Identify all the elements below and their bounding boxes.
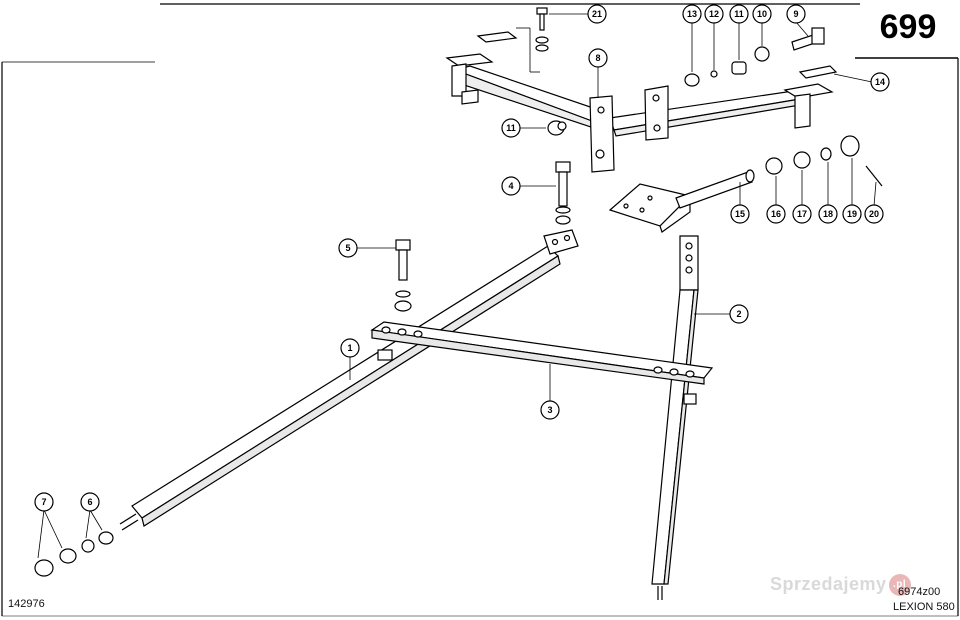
callout-14: 14 [870,72,890,92]
svg-text:4: 4 [508,181,513,191]
svg-text:10: 10 [757,9,767,19]
page-number: 699 [879,8,937,46]
svg-text:20: 20 [869,209,879,219]
svg-text:19: 19 [847,209,857,219]
leader-lines [37,13,877,559]
callout-16: 16 [766,204,786,224]
bolt-5-stack [394,239,412,312]
callout-15: 15 [730,204,750,224]
svg-text:2: 2 [736,309,741,319]
svg-text:6: 6 [87,497,92,507]
svg-text:3: 3 [547,405,552,415]
watermark: Sprzedajemy.pl [770,574,911,596]
svg-text:11: 11 [506,123,516,133]
callout-20: 20 [864,204,884,224]
callout-11-left: 11 [501,118,521,138]
callout-9: 9 [786,4,806,24]
beam-part-1 [119,229,579,531]
svg-text:13: 13 [687,9,697,19]
callout-1: 1 [340,338,360,358]
callout-4: 4 [501,176,521,196]
frame-border [1,3,959,617]
watermark-text: Sprzedajemy [770,574,887,594]
callout-17: 17 [792,204,812,224]
model-name: LEXION 580 [893,601,955,613]
svg-text:15: 15 [735,209,745,219]
hardware-row-top [684,27,825,87]
svg-text:1: 1 [347,343,352,353]
svg-text:11: 11 [734,9,744,19]
callout-2: 2 [729,304,749,324]
watermark-badge: .pl [888,574,911,596]
drawing-code: 6974z00 [898,586,941,598]
svg-text:14: 14 [875,77,885,87]
callout-8: 8 [588,48,608,68]
svg-text:8: 8 [595,53,600,63]
callout-group: 21 13 12 11 10 9 8 14 11 4 15 16 17 18 1… [34,4,890,512]
callout-21: 21 [587,4,607,24]
bolt-4-stack [555,161,571,225]
beam-part-2 [651,235,699,600]
svg-text:16: 16 [771,209,781,219]
hardware-bottom-left [34,531,114,577]
pivot-pin-assembly [608,135,883,233]
callout-7: 7 [34,492,54,512]
callout-10: 10 [752,4,772,24]
bolt-21-stack [535,7,549,52]
callout-3: 3 [540,400,560,420]
bushing-11 [547,120,567,136]
callout-6: 6 [80,492,100,512]
crossbar-part-3 [370,321,714,385]
mounting-plates [476,31,838,79]
callout-13: 13 [682,4,702,24]
svg-text:7: 7 [41,497,46,507]
callout-18: 18 [818,204,838,224]
svg-text:9: 9 [793,9,798,19]
callout-19: 19 [842,204,862,224]
upper-frame-assembly [445,53,834,173]
drawing-id: 142976 [8,598,45,610]
callout-12: 12 [704,4,724,24]
callout-11-top: 11 [729,4,749,24]
svg-text:18: 18 [823,209,833,219]
callout-5: 5 [338,238,358,258]
svg-text:21: 21 [592,9,602,19]
svg-text:5: 5 [345,243,350,253]
svg-text:12: 12 [709,9,719,19]
svg-text:17: 17 [797,209,807,219]
